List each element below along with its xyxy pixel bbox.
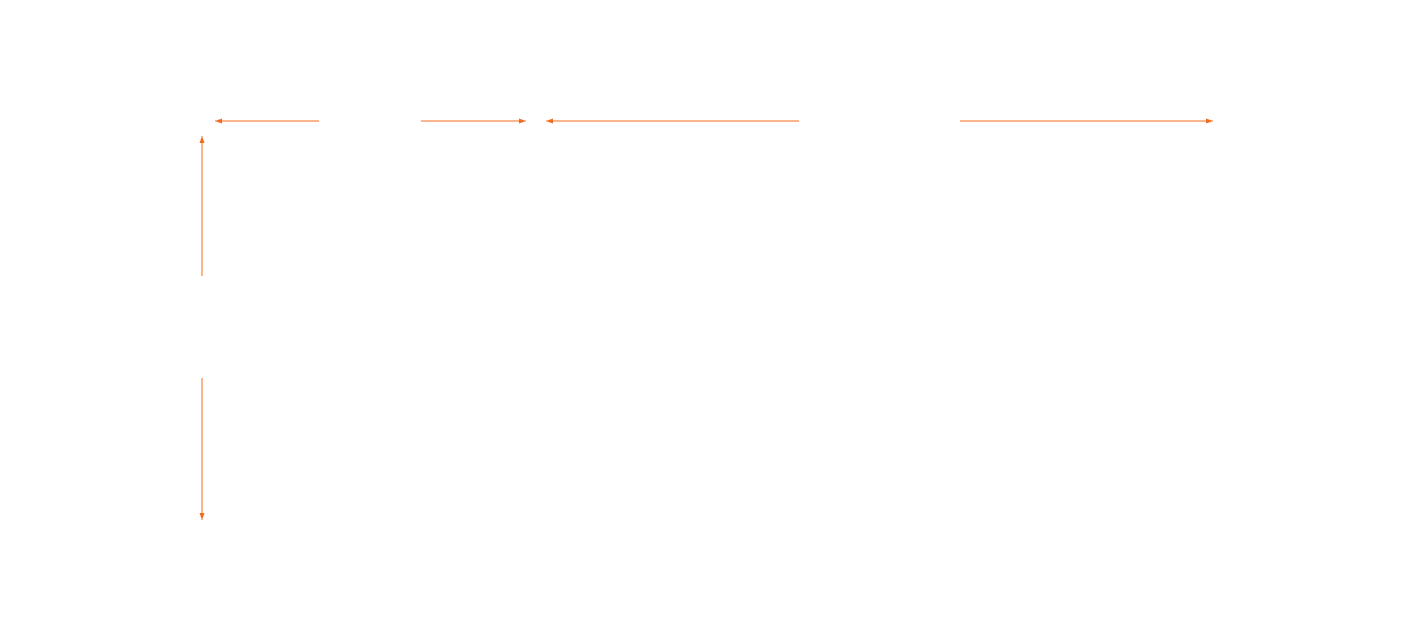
width-dimension-left	[215, 118, 526, 124]
arrowhead-left	[215, 118, 222, 124]
width-dimension-right	[546, 118, 1213, 124]
arrowhead-left	[546, 118, 553, 124]
arrowhead-right	[519, 118, 526, 124]
height-dimension	[199, 136, 205, 520]
arrowhead-down	[199, 513, 205, 520]
arrowhead-up	[199, 136, 205, 143]
dimension-lines-group	[199, 118, 1213, 520]
arrowhead-right	[1206, 118, 1213, 124]
